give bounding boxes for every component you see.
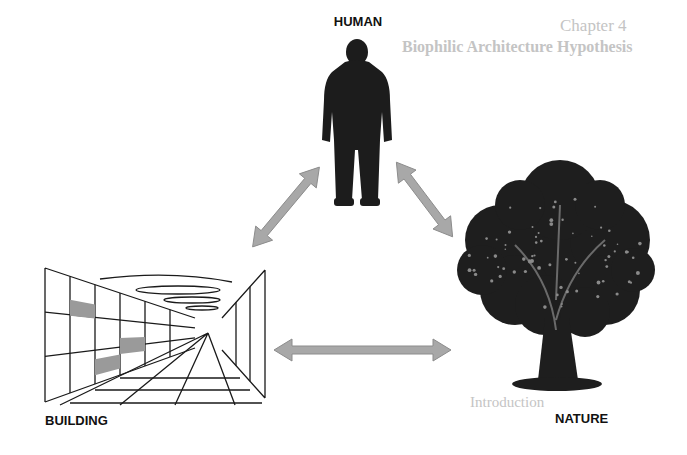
double-arrow: [274, 339, 451, 361]
building-node: BUILDING: [40, 250, 270, 430]
node-label: NATURE: [555, 411, 608, 427]
tree-illustration: [457, 160, 655, 391]
human-node: HUMAN: [322, 14, 394, 210]
double-arrow: [253, 167, 320, 247]
node-label: BUILDING: [45, 413, 108, 429]
node-label: HUMAN: [334, 14, 382, 30]
show-through-text: Biophilic Architecture Hypothesis: [402, 38, 633, 56]
show-through-text: Chapter 4: [560, 16, 627, 36]
building-sketch: [45, 268, 265, 405]
human-silhouette: [322, 39, 392, 206]
show-through-text: Introduction: [470, 394, 544, 411]
double-arrow: [396, 162, 452, 237]
nature-node: NATURE: [455, 175, 655, 430]
